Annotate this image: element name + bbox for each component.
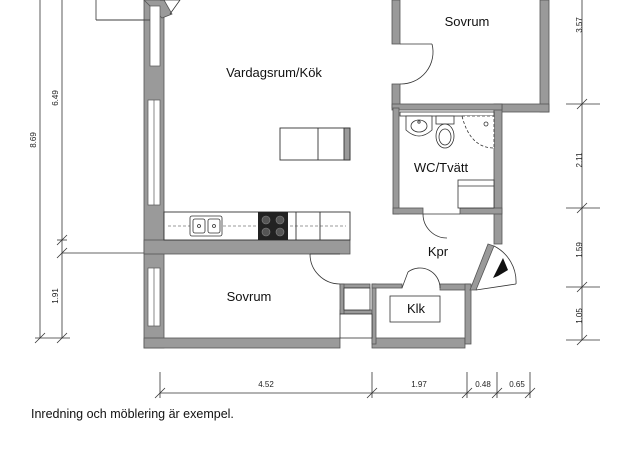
dim-right-top: 3.57	[575, 17, 584, 33]
left-dimension-lines	[34, 0, 150, 344]
bottom-dimension-lines	[154, 372, 536, 399]
room-label-wc: WC/Tvätt	[414, 160, 469, 175]
closet-shelves	[339, 287, 441, 339]
kitchen-island	[279, 127, 351, 161]
dim-left-upper: 6.49	[51, 90, 60, 106]
dim-left-lower: 1.91	[51, 288, 60, 304]
dim-right-lower: 1.59	[575, 242, 584, 258]
balcony-edge	[96, 0, 181, 21]
stove-icon	[258, 212, 288, 240]
right-dimension-lines	[566, 0, 600, 346]
wc-fixtures	[399, 111, 495, 209]
room-label-sovrum-top: Sovrum	[445, 14, 490, 29]
dim-bottom-3: 0.48	[475, 380, 491, 389]
room-label-sovrum-bottom: Sovrum	[227, 289, 272, 304]
dim-left-total: 8.69	[29, 132, 38, 148]
dim-bottom-2: 1.97	[411, 380, 427, 389]
furnishing-note: Inredning och möblering är exempel.	[31, 407, 234, 421]
doors	[309, 43, 517, 291]
dim-bottom-1: 4.52	[258, 380, 274, 389]
room-label-kpr: Kpr	[428, 244, 449, 259]
entrance-arrow-icon	[493, 258, 508, 278]
sink-icon	[189, 215, 223, 237]
room-label-vardagsrum: Vardagsrum/Kök	[226, 65, 322, 80]
dim-right-mid: 2.11	[575, 152, 584, 168]
windows-left	[147, 5, 161, 327]
room-label-klk: Klk	[407, 301, 426, 316]
dim-bottom-4: 0.65	[509, 380, 525, 389]
dim-right-bottom: 1.05	[575, 308, 584, 324]
